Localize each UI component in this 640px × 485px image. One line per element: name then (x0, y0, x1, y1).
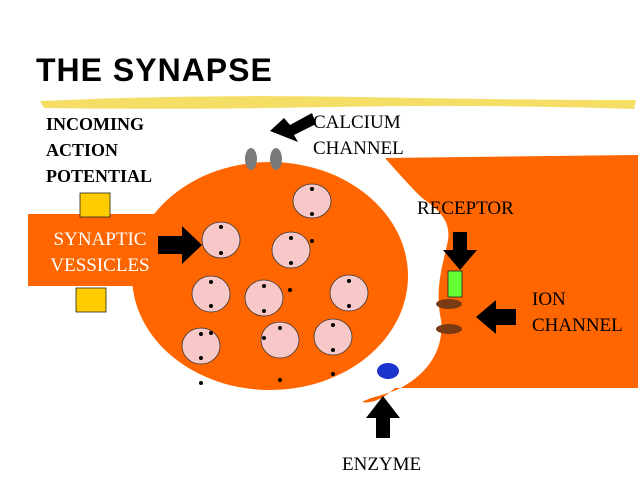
title-underline (40, 96, 636, 109)
label-receptor: RECEPTOR (417, 198, 514, 219)
arrow-calcium (270, 113, 316, 142)
neurotransmitter-dots (199, 187, 351, 385)
postsynaptic-cell (362, 155, 638, 403)
arrow-enzyme (366, 396, 400, 438)
label-line: CHANNEL (532, 315, 623, 336)
vesicle-group (181, 183, 369, 365)
vesicle (292, 183, 332, 219)
label-line: INCOMING (46, 114, 144, 134)
label-enzyme: ENZYME (342, 454, 422, 475)
label-line: CALCIUM (313, 112, 401, 133)
vesicle (191, 275, 231, 313)
calcium-channel-right (270, 148, 282, 170)
vesicle (181, 327, 221, 365)
receptor (447, 270, 463, 298)
label-incoming-action-potential: INCOMING ACTION POTENTIAL (46, 111, 152, 189)
arrow-receptor (443, 232, 477, 270)
ion-channel-top (436, 299, 462, 309)
label-line: SYNAPTIC (53, 229, 147, 250)
vesicle (201, 221, 241, 259)
vesicle (271, 231, 311, 269)
label-synaptic-vesicles: SYNAPTIC VESSICLES (44, 227, 156, 279)
vesicle (244, 279, 284, 317)
label-ion-channel: ION CHANNEL (532, 287, 623, 339)
arrow-vesicles (158, 226, 202, 264)
voltage-channel-bottom (75, 287, 107, 313)
label-line: POTENTIAL (46, 166, 153, 186)
vesicle (313, 318, 353, 356)
label-line: CHANNEL (313, 138, 404, 159)
label-line: VESSICLES (50, 255, 150, 276)
ion-channel-bottom (436, 324, 462, 334)
diagram-title: THE SYNAPSE (36, 52, 273, 88)
arrow-ion-channel (476, 300, 516, 334)
enzyme (377, 363, 399, 379)
voltage-channel-top (79, 192, 111, 218)
calcium-channel-left (245, 148, 257, 170)
vesicle (260, 321, 300, 359)
label-calcium-channel: CALCIUM CHANNEL (313, 110, 404, 162)
label-line: ACTION (46, 140, 119, 160)
label-line: ION (532, 289, 566, 310)
vesicle (329, 274, 369, 312)
